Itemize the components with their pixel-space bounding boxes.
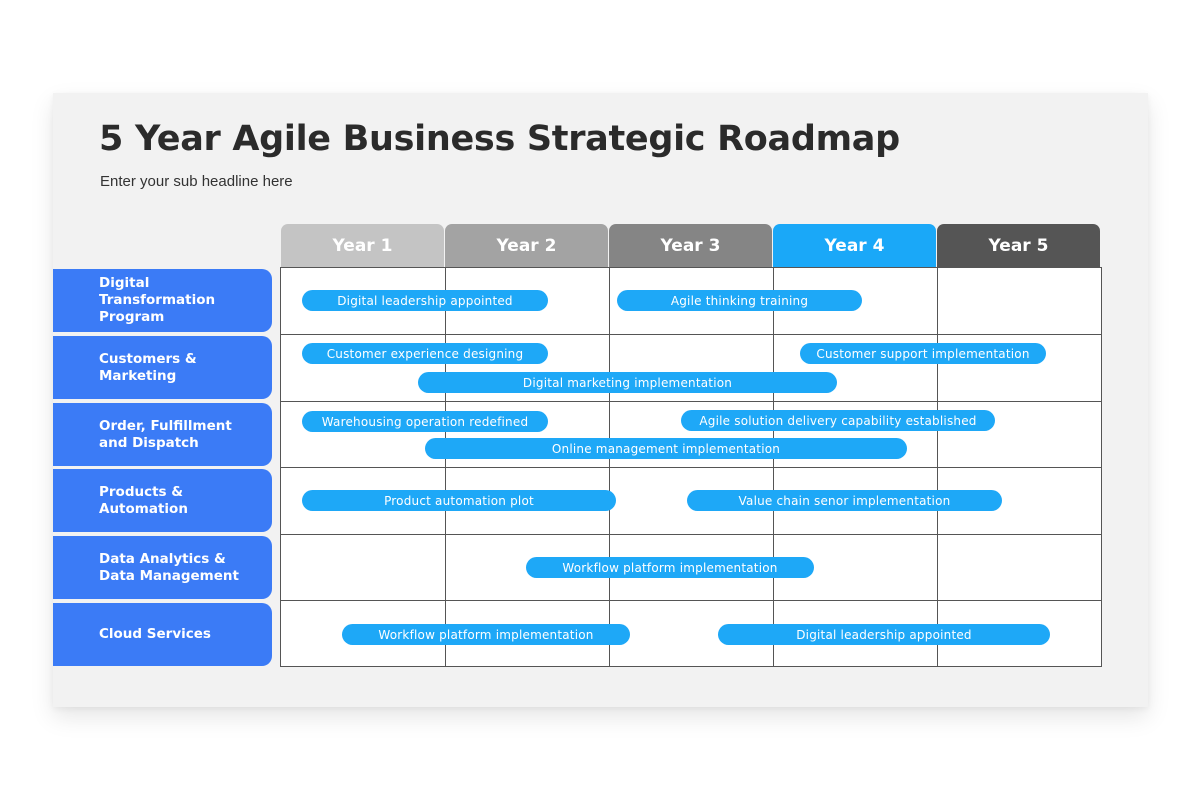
gantt-bar: Workflow platform implementation xyxy=(342,624,630,645)
year-header-3: Year 3 xyxy=(609,224,772,267)
gantt-bar: Agile solution delivery capability estab… xyxy=(681,410,995,431)
gantt-bar: Digital leadership appointed xyxy=(302,290,548,311)
gantt-bar: Product automation plot xyxy=(302,490,616,511)
grid-divider xyxy=(281,334,1101,335)
grid-divider xyxy=(281,600,1101,601)
gantt-bar: Workflow platform implementation xyxy=(526,557,814,578)
year-header-4: Year 4 xyxy=(773,224,936,267)
row-label-digital-transformation: Digital Transformation Program xyxy=(53,269,272,332)
row-label-data-analytics: Data Analytics & Data Management xyxy=(53,536,272,599)
gantt-bar: Warehousing operation redefined xyxy=(302,411,548,432)
gantt-bar: Customer experience designing xyxy=(302,343,548,364)
grid-divider xyxy=(281,467,1101,468)
row-label-products-automation: Products & Automation xyxy=(53,469,272,532)
gantt-bar: Digital leadership appointed xyxy=(718,624,1050,645)
year-header-2: Year 2 xyxy=(445,224,608,267)
gantt-bar: Online management implementation xyxy=(425,438,907,459)
gantt-bar: Digital marketing implementation xyxy=(418,372,837,393)
page-title: 5 Year Agile Business Strategic Roadmap xyxy=(99,119,900,159)
gantt-bar: Agile thinking training xyxy=(617,290,862,311)
roadmap-grid xyxy=(280,267,1102,667)
gantt-bar: Customer support implementation xyxy=(800,343,1046,364)
gantt-bar: Value chain senor implementation xyxy=(687,490,1002,511)
year-header-5: Year 5 xyxy=(937,224,1100,267)
row-label-order-fulfillment: Order, Fulfillment and Dispatch xyxy=(53,403,272,466)
grid-divider xyxy=(281,401,1101,402)
page-subtitle: Enter your sub headline here xyxy=(100,173,293,190)
row-label-customers-marketing: Customers & Marketing xyxy=(53,336,272,399)
row-label-cloud-services: Cloud Services xyxy=(53,603,272,666)
grid-divider xyxy=(281,534,1101,535)
year-header-1: Year 1 xyxy=(281,224,444,267)
